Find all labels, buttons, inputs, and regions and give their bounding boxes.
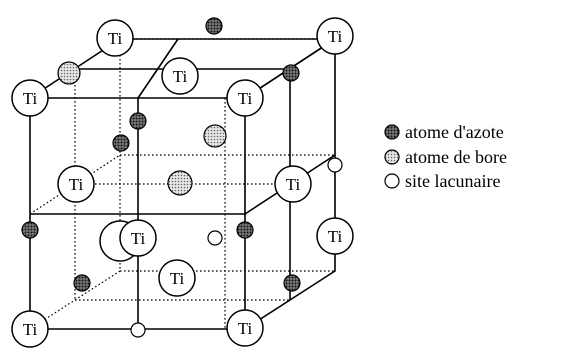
ti-atom-circle — [316, 217, 354, 255]
ti-label: Ti — [23, 89, 38, 108]
legend: atome d'azote atome de bore site lacunai… — [384, 122, 507, 191]
nitrogen-atom — [236, 221, 254, 239]
ti-label: Ti — [238, 319, 253, 338]
nitrogen-atom — [282, 64, 300, 82]
ti-atom: Ti — [11, 79, 49, 117]
vacancy-site — [207, 230, 223, 246]
ti-label: Ti — [328, 227, 343, 246]
vacancy-icon — [384, 173, 400, 189]
boron-atom — [203, 124, 227, 148]
legend-label-vacancy: site lacunaire — [405, 171, 500, 191]
legend-item-vacancy: site lacunaire — [384, 171, 500, 191]
ti-atom-circle — [119, 219, 157, 257]
boron-icon — [384, 149, 400, 165]
ti-atom-circle — [226, 79, 264, 117]
nitrogen-atom — [129, 112, 147, 130]
nitrogen-icon — [384, 124, 400, 140]
ti-atom-circle — [274, 165, 312, 203]
ti-atom: Ti — [11, 310, 49, 348]
ti-atom-circle — [57, 165, 95, 203]
legend-label-boron: atome de bore — [405, 147, 507, 167]
vacancy-site — [130, 322, 146, 338]
nitrogen-atom — [21, 221, 39, 239]
ti-atom-circle — [158, 259, 196, 297]
ti-label: Ti — [23, 320, 38, 339]
ti-atom-circle — [96, 19, 134, 57]
nitrogen-atom — [283, 274, 301, 292]
titanium-atoms: Ti Ti Ti Ti Ti Ti Ti Ti — [11, 17, 354, 348]
ti-label: Ti — [173, 67, 188, 86]
vacancy-site — [327, 157, 343, 173]
ti-atom-circle — [11, 310, 49, 348]
ti-atom-circle — [161, 57, 199, 95]
nitrogen-atom — [205, 17, 223, 35]
ti-label: Ti — [286, 175, 301, 194]
ti-atom-circle — [226, 309, 264, 347]
ti-atom: Ti — [119, 219, 157, 257]
ti-label: Ti — [328, 27, 343, 46]
ti-atom: Ti — [226, 79, 264, 117]
ti-label: Ti — [131, 229, 146, 248]
ti-atom: Ti — [57, 165, 95, 203]
small-sites — [21, 17, 343, 338]
ti-label: Ti — [69, 175, 84, 194]
ti-atom: Ti — [96, 19, 134, 57]
ti-atom: Ti — [158, 259, 196, 297]
boron-atom — [167, 170, 193, 196]
nitrogen-atom — [73, 274, 91, 292]
ti-atom: Ti — [226, 309, 264, 347]
ti-label: Ti — [238, 89, 253, 108]
top-mid-edge — [137, 38, 179, 99]
boron-atom — [57, 61, 81, 85]
ti-label: Ti — [170, 269, 185, 288]
ti-atom: Ti — [161, 57, 199, 95]
ti-atom: Ti — [274, 165, 312, 203]
legend-item-boron: atome de bore — [384, 147, 507, 167]
ti-label: Ti — [108, 29, 123, 48]
legend-label-nitrogen: atome d'azote — [405, 122, 504, 142]
legend-item-nitrogen: atome d'azote — [384, 122, 504, 142]
ti-atom: Ti — [316, 217, 354, 255]
ti-atom: Ti — [316, 17, 354, 55]
nitrogen-atom — [112, 134, 130, 152]
ti-atom-circle — [316, 17, 354, 55]
ti-atom-circle — [11, 79, 49, 117]
